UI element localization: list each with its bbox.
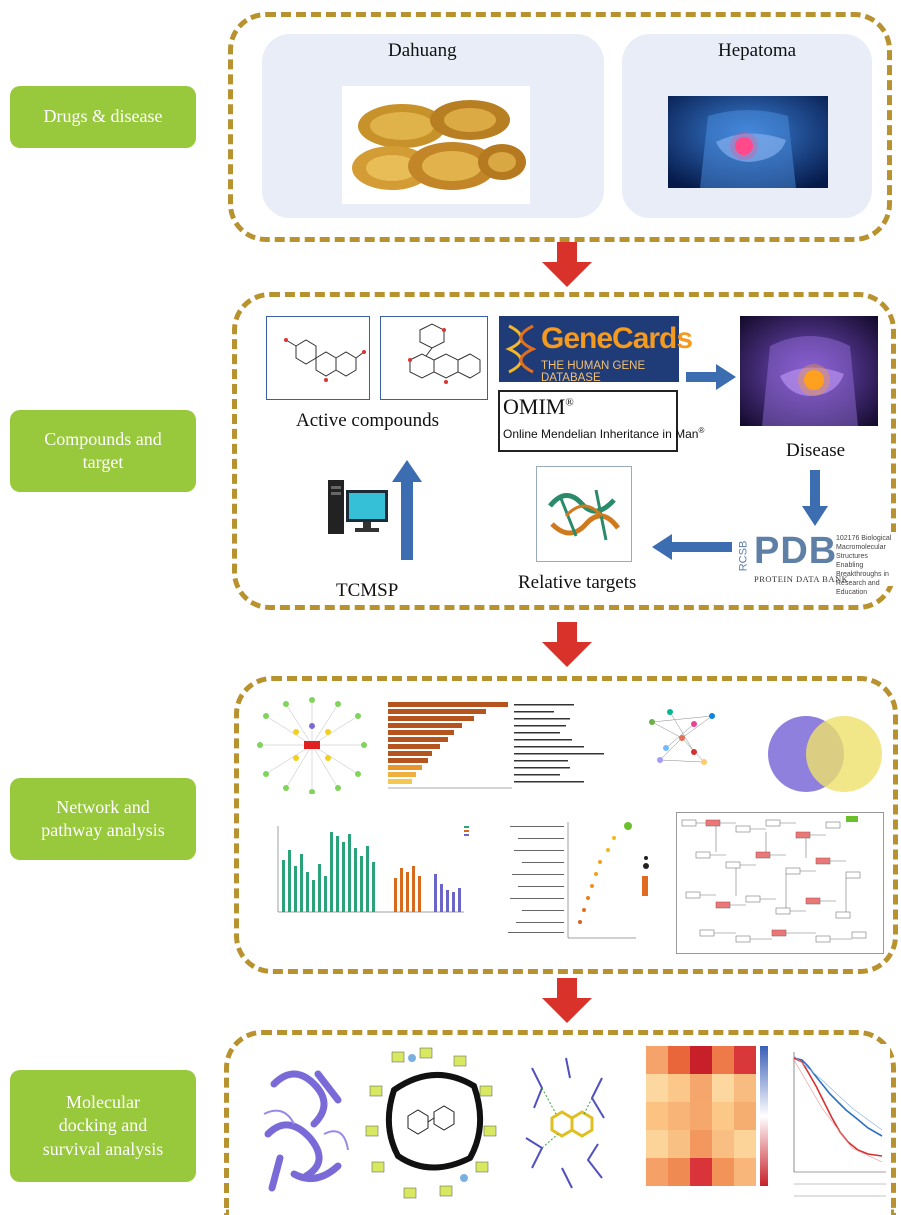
protein-ribbon-image [263, 1070, 349, 1192]
ppi-network-image [649, 709, 715, 765]
right-arrow-blue [686, 364, 736, 390]
panel-network-pathway [234, 676, 898, 974]
dna-icon [505, 324, 537, 374]
kegg-pathway-map-image [676, 812, 884, 954]
disease-label: Disease [786, 440, 846, 461]
pdb-tagline: 102176 Biological Macromolecular Structu… [836, 534, 898, 597]
omim-title: OMIM® [503, 394, 574, 420]
survival-curve-image [782, 1044, 890, 1212]
pdb-tagline-line: 102176 Biological [836, 535, 892, 542]
panel-docking-survival [224, 1030, 896, 1215]
tcmsp-label: TCMSP [336, 580, 399, 601]
kegg-barplot-image [388, 702, 604, 789]
genecards-logo: GeneCards® THE HUMAN GENE DATABASE [499, 316, 700, 384]
stage-label-compounds-target: Compounds and target [10, 410, 196, 492]
stage-label-text: Molecular docking and survival analysis [42, 1091, 164, 1159]
pdb-wordmark: PDB [754, 530, 838, 572]
compound-structure-1 [266, 316, 370, 400]
pdb-logo: RCSB PDB PROTEIN DATA BANK 102176 Biolog… [737, 530, 898, 596]
stage-label-docking-survival: Molecular docking and survival analysis [10, 1070, 196, 1182]
rcsb-text: RCSB [737, 540, 750, 572]
stage-label-network-pathway: Network and pathway analysis [10, 778, 196, 860]
dahuang-image [342, 86, 530, 204]
left-arrow-blue [652, 534, 732, 560]
compound-structure-2 [380, 316, 488, 400]
go-barplot-image [277, 826, 469, 913]
down-arrow-2 [542, 622, 592, 667]
network-graph-image [257, 697, 367, 794]
stage-label-text: Network and pathway analysis [41, 796, 165, 840]
down-arrow-blue [802, 470, 828, 526]
stage-label-drugs-disease: Drugs & disease [10, 86, 196, 148]
dahuang-label: Dahuang [388, 40, 457, 61]
pdb-footer: PROTEIN DATA BANK [754, 574, 849, 584]
heatmap-image [646, 1046, 768, 1186]
omim-logo: OMIM® Online Mendelian Inheritance in Ma… [498, 390, 704, 452]
active-compounds-label: Active compounds [296, 410, 440, 431]
down-arrow-1 [542, 242, 592, 287]
protein-structure-image [536, 466, 632, 562]
docking-3d-image [525, 1057, 605, 1189]
relative-targets-label: Relative targets [518, 572, 637, 593]
pdb-tagline-line: Enabling Breakthroughs in [836, 562, 889, 578]
down-arrow-3 [542, 978, 592, 1023]
disease-image [740, 316, 878, 426]
enrichment-dotplot-image [508, 822, 649, 939]
omim-sub-reg: ® [698, 426, 705, 435]
omim-reg: ® [565, 396, 574, 409]
panel-drugs-disease [228, 12, 892, 242]
panel-compounds-target [232, 292, 896, 610]
up-arrow-blue [392, 460, 422, 560]
genecards-title-text: GeneCards [541, 322, 693, 355]
genecards-reg: ® [692, 328, 700, 340]
computer-icon [328, 480, 388, 534]
hepatoma-label: Hepatoma [718, 40, 797, 61]
omim-title-text: OMIM [503, 394, 566, 419]
stage-label-text: Drugs & disease [43, 106, 163, 127]
genecards-subtitle: THE HUMAN GENE DATABASE [541, 360, 646, 384]
hepatoma-image [668, 96, 828, 188]
stage-label-text: Compounds and target [44, 428, 162, 472]
omim-subtitle-text: Online Mendelian Inheritance in Man [503, 427, 699, 441]
genecards-title: GeneCards® [541, 322, 700, 356]
omim-subtitle: Online Mendelian Inheritance in Man® [503, 426, 704, 441]
venn-diagram-image [768, 716, 882, 792]
pdb-tagline-line: Macromolecular Structures [836, 544, 886, 560]
pdb-tagline-line: Research and Education [836, 580, 880, 596]
ligand-interaction-2d-image [365, 1047, 497, 1199]
